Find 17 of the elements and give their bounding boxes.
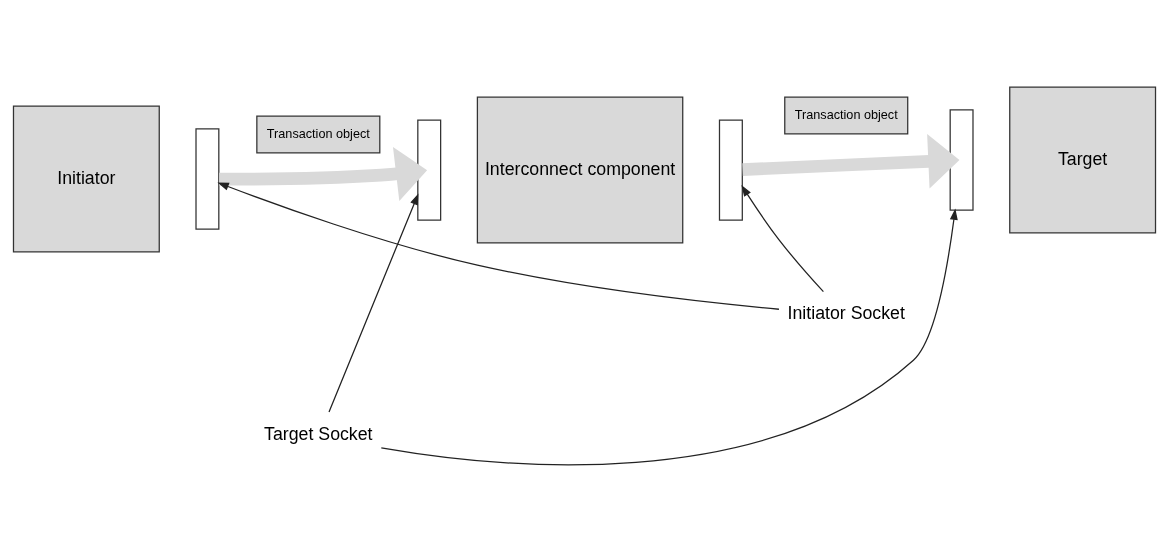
node-box	[195, 128, 220, 230]
node-box: Initiator	[12, 105, 160, 253]
node-text: Target Socket	[264, 423, 373, 444]
node-box	[949, 109, 974, 211]
arrow	[217, 182, 780, 310]
node-box: Transaction object	[784, 96, 909, 135]
arrow	[741, 184, 825, 293]
node-box: Target	[1009, 86, 1157, 234]
node-box: Transaction object	[256, 115, 381, 154]
node-text: Initiator Socket	[787, 303, 905, 324]
node-box	[417, 119, 442, 221]
node-box: Interconnect component	[476, 96, 684, 244]
arrow	[328, 193, 419, 413]
arrow	[742, 134, 960, 189]
arrow	[219, 146, 428, 202]
arrow	[380, 208, 958, 466]
node-box	[718, 119, 743, 221]
